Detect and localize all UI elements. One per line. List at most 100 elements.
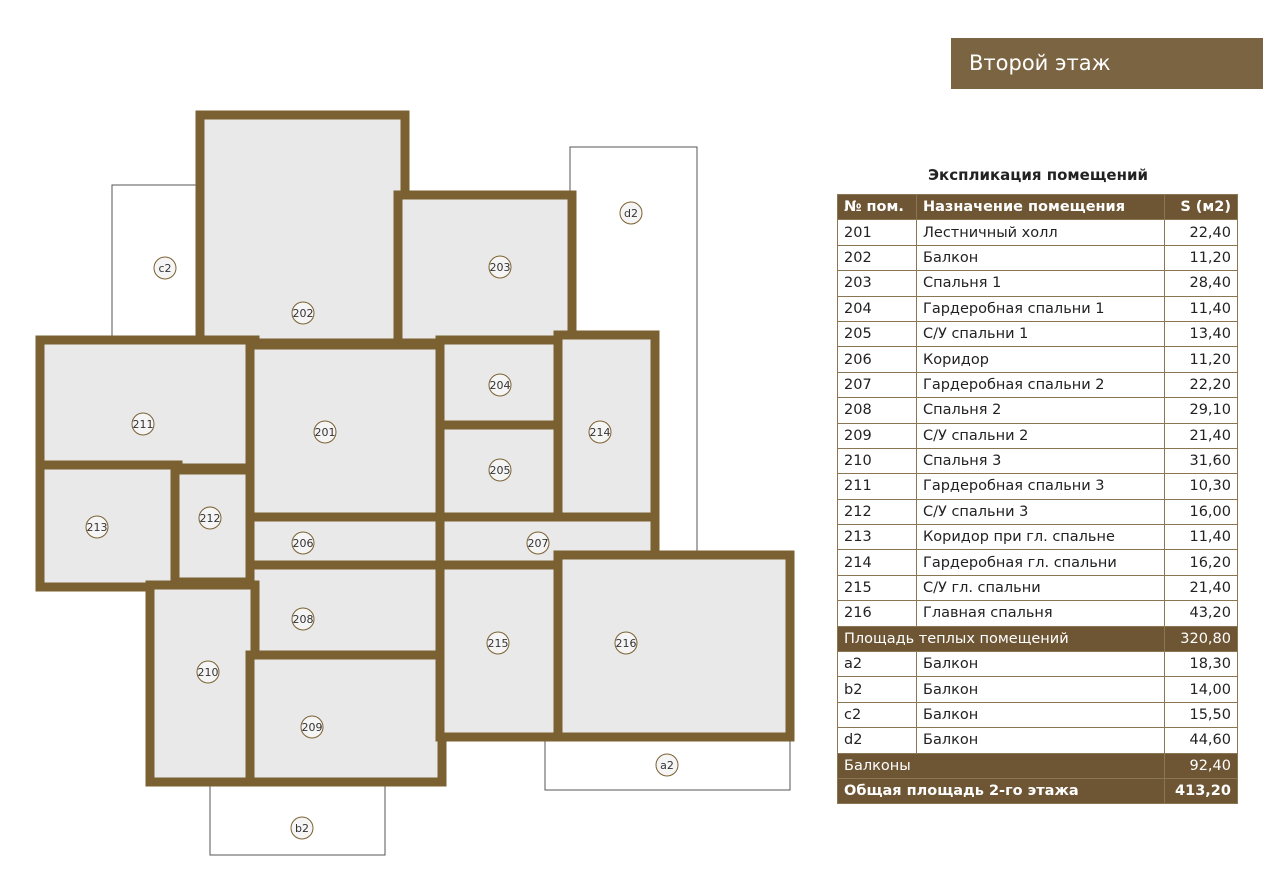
total-value: 413,20 bbox=[1164, 777, 1238, 805]
room-number: 205 bbox=[837, 320, 917, 348]
room-area: 29,10 bbox=[1164, 397, 1238, 424]
room-label: c2 bbox=[153, 256, 177, 280]
room-number: 211 bbox=[837, 473, 917, 500]
room-purpose: Гардеробная спальни 1 bbox=[916, 295, 1165, 322]
svg-text:210: 210 bbox=[198, 666, 219, 679]
room-label: 202 bbox=[291, 301, 315, 325]
room-number: 204 bbox=[837, 295, 917, 322]
room-number: 208 bbox=[837, 397, 917, 424]
room-label: d2 bbox=[619, 201, 643, 225]
room-label: 212 bbox=[198, 506, 222, 530]
svg-text:211: 211 bbox=[133, 418, 154, 431]
room bbox=[553, 550, 795, 742]
room-number: 214 bbox=[837, 549, 917, 576]
room-purpose: С/У гл. спальни bbox=[916, 574, 1165, 602]
total-label: Балконы bbox=[837, 752, 1165, 779]
svg-text:207: 207 bbox=[528, 537, 549, 550]
room-area: 31,60 bbox=[1164, 447, 1238, 475]
room-label: 215 bbox=[486, 631, 510, 655]
room-label: b2 bbox=[290, 816, 314, 840]
room-number: c2 bbox=[837, 701, 917, 729]
room-purpose: Спальня 1 bbox=[916, 270, 1165, 297]
room-number: 215 bbox=[837, 574, 917, 602]
room-label: 208 bbox=[291, 607, 315, 631]
room-label: 213 bbox=[85, 515, 109, 539]
room-label: 201 bbox=[313, 420, 337, 444]
room-purpose: С/У спальни 1 bbox=[916, 320, 1165, 348]
svg-text:c2: c2 bbox=[158, 262, 171, 275]
room-area: 11,20 bbox=[1164, 346, 1238, 373]
room-purpose: Балкон bbox=[916, 676, 1165, 703]
svg-text:215: 215 bbox=[488, 637, 509, 650]
room-purpose: Гардеробная спальни 3 bbox=[916, 473, 1165, 500]
room-area: 11,40 bbox=[1164, 295, 1238, 322]
room-area: 22,40 bbox=[1164, 219, 1238, 246]
room-purpose: Гардеробная спальни 2 bbox=[916, 371, 1165, 399]
room-number: 201 bbox=[837, 219, 917, 246]
svg-text:212: 212 bbox=[200, 512, 221, 525]
room-number: 216 bbox=[837, 600, 917, 627]
room bbox=[245, 340, 447, 522]
svg-text:208: 208 bbox=[293, 613, 314, 626]
room-area: 43,20 bbox=[1164, 600, 1238, 627]
svg-text:202: 202 bbox=[293, 307, 314, 320]
room-area: 21,40 bbox=[1164, 574, 1238, 602]
svg-text:209: 209 bbox=[302, 721, 323, 734]
room-purpose: Балкон bbox=[916, 244, 1165, 272]
floor-title: Второй этаж bbox=[951, 38, 1263, 89]
svg-text:201: 201 bbox=[315, 426, 336, 439]
room bbox=[245, 560, 447, 662]
room-label: 204 bbox=[488, 373, 512, 397]
room-area: 18,30 bbox=[1164, 651, 1238, 678]
room-area: 10,30 bbox=[1164, 473, 1238, 500]
svg-text:d2: d2 bbox=[624, 207, 638, 220]
room-purpose: С/У спальни 3 bbox=[916, 498, 1165, 526]
room-label: 209 bbox=[300, 715, 324, 739]
svg-text:205: 205 bbox=[490, 464, 511, 477]
room-area: 13,40 bbox=[1164, 320, 1238, 348]
room-purpose: Коридор при гл. спальне bbox=[916, 524, 1165, 551]
room-label: 214 bbox=[588, 420, 612, 444]
room-area: 14,00 bbox=[1164, 676, 1238, 703]
room-purpose: Балкон bbox=[916, 651, 1165, 678]
room bbox=[393, 190, 577, 348]
svg-text:b2: b2 bbox=[295, 822, 309, 835]
svg-text:206: 206 bbox=[293, 537, 314, 550]
svg-text:a2: a2 bbox=[660, 759, 674, 772]
room-purpose: Спальня 2 bbox=[916, 397, 1165, 424]
room-label: 207 bbox=[526, 531, 550, 555]
room-purpose: Балкон bbox=[916, 701, 1165, 729]
room bbox=[245, 650, 447, 787]
room-number: 209 bbox=[837, 422, 917, 449]
room-area: 21,40 bbox=[1164, 422, 1238, 449]
room-number: 206 bbox=[837, 346, 917, 373]
room-area: 22,20 bbox=[1164, 371, 1238, 399]
total-value: 320,80 bbox=[1164, 625, 1238, 653]
col-area: S (м2) bbox=[1164, 193, 1238, 221]
room bbox=[145, 580, 260, 787]
room-number: b2 bbox=[837, 676, 917, 703]
total-label: Площадь теплых помещений bbox=[837, 625, 1165, 653]
room-number: 213 bbox=[837, 524, 917, 551]
room bbox=[245, 512, 447, 572]
room bbox=[35, 335, 260, 473]
